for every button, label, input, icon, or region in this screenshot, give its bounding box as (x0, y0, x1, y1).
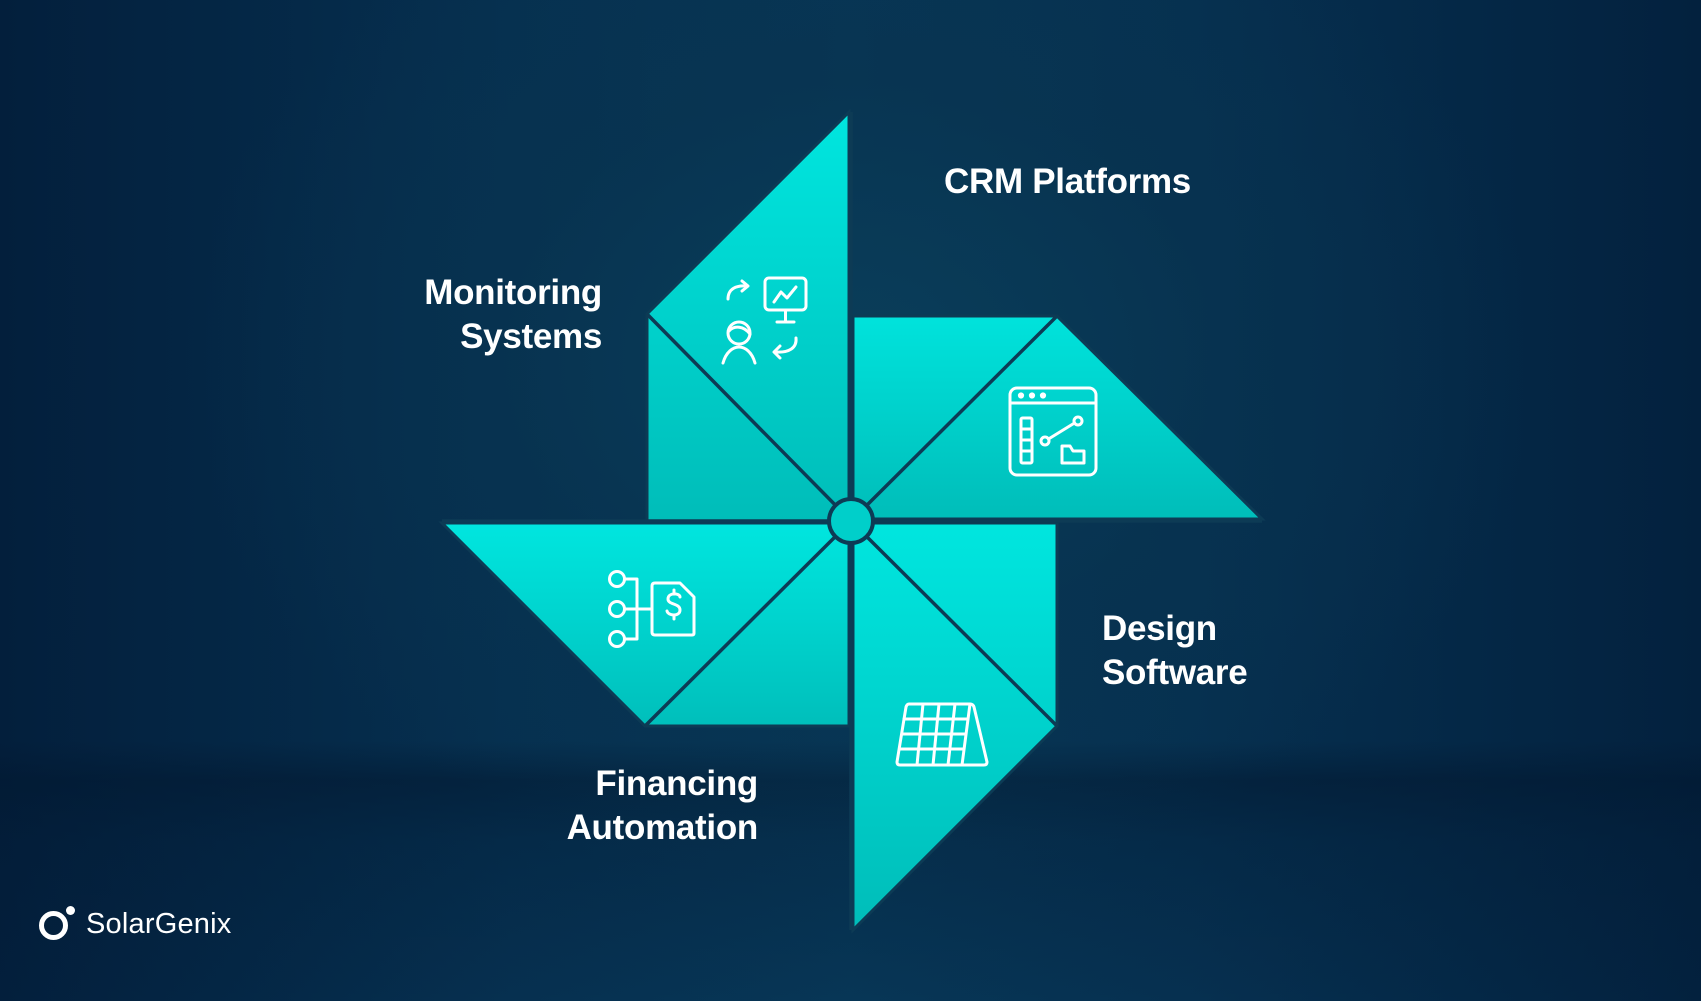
label-design-line2: Software (1102, 653, 1248, 692)
pinwheel-hub (827, 497, 875, 545)
brand-name: SolarGenix (86, 907, 232, 940)
dollar-document-flow-icon (608, 570, 696, 648)
logo-ring-shape (39, 911, 68, 940)
user-monitor-exchange-icon (721, 276, 808, 365)
dashboard-window-icon (1008, 386, 1098, 477)
solar-panel-icon (895, 702, 989, 767)
solargenix-logo-icon (36, 901, 80, 945)
label-monitoring-line1: Monitoring (424, 273, 602, 312)
label-design-line1: Design (1102, 609, 1217, 648)
blade-crm (849, 314, 1266, 523)
label-financing-line1: Financing (595, 764, 758, 803)
label-design-software: Design Software (1102, 607, 1248, 695)
label-monitoring-systems: Monitoring Systems (424, 271, 602, 359)
label-crm-platforms: CRM Platforms (944, 160, 1191, 204)
blade-monitoring (645, 108, 853, 523)
label-monitoring-line2: Systems (460, 317, 602, 356)
blade-design (849, 519, 1059, 934)
label-financing-line2: Automation (566, 808, 759, 847)
label-financing-automation: Financing Automation (566, 762, 759, 850)
brand-logo: SolarGenix (36, 900, 231, 946)
logo-dot-shape (66, 906, 75, 915)
blade-financing (438, 519, 853, 728)
label-crm-line1: CRM Platforms (944, 162, 1191, 201)
